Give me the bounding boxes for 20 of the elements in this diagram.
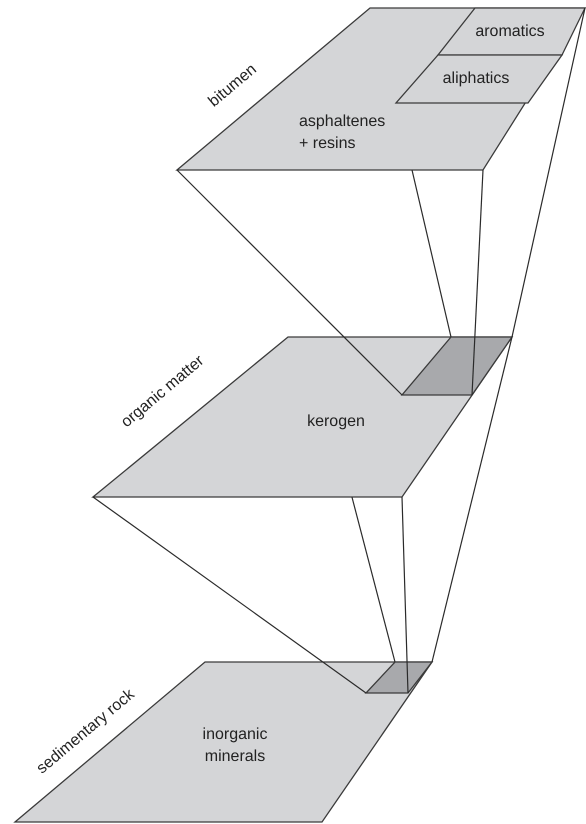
projection-line <box>511 8 586 338</box>
fraction-region <box>438 8 585 55</box>
region-label: kerogen <box>306 412 366 432</box>
projection-line <box>176 170 402 396</box>
layer-plane <box>93 337 512 497</box>
projection-line <box>431 336 513 662</box>
region-label: asphaltenes + resins <box>299 112 386 154</box>
projection-line <box>471 170 484 396</box>
region-label: aromatics <box>474 22 546 42</box>
layer-plane <box>177 8 585 170</box>
projected-region <box>366 662 432 693</box>
projected-region <box>402 337 512 395</box>
projection-line <box>401 496 409 694</box>
fraction-region <box>396 55 562 103</box>
projection-line <box>411 170 452 338</box>
layer-plane <box>15 662 432 822</box>
projection-line <box>351 496 396 662</box>
region-label: aliphatics <box>442 69 510 89</box>
region-label: inorganic minerals <box>202 725 268 767</box>
projection-line <box>92 496 366 694</box>
